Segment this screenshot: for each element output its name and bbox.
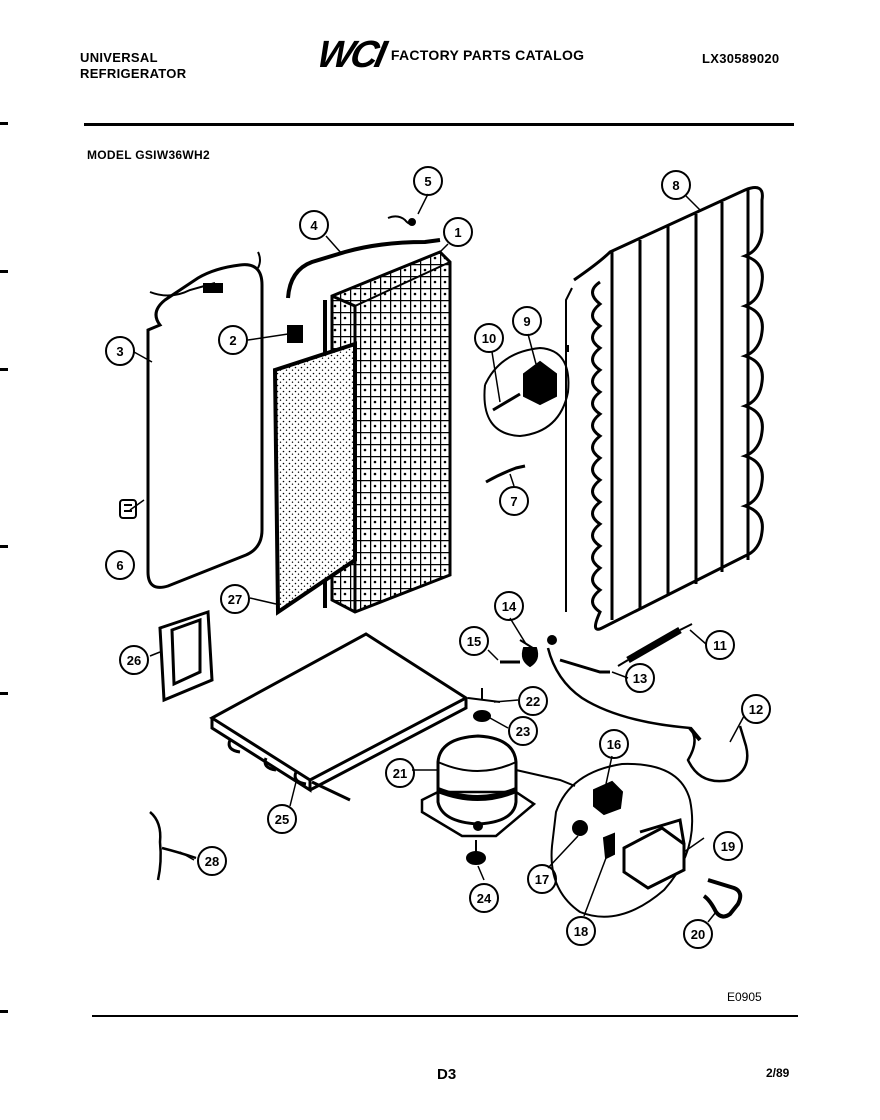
edge-mark [0,692,8,695]
callout-20: 20 [691,927,705,942]
callout-14: 14 [502,599,517,614]
filter-part-27 [272,341,357,616]
callout-9: 9 [523,314,530,329]
model-label: MODEL GSIW36WH2 [87,148,210,162]
screw-part-5 [387,215,416,226]
page-label: D3 [437,1066,457,1083]
electrical-detail-circle [550,762,694,918]
edge-mark [0,368,8,371]
grommet-part-22-23 [467,688,501,722]
edge-mark [0,1010,8,1013]
catalog-heading: WCI FACTORY PARTS CATALOG [314,34,585,76]
base-pan-part-25 [209,632,469,802]
callout-4: 4 [310,218,318,233]
compressor-part-21 [420,734,576,838]
clamp-part-14 [519,639,539,668]
callout-25: 25 [275,812,289,827]
grommet-part-24 [466,840,486,865]
edge-mark [0,270,8,273]
wire-harness-part-28 [149,811,197,881]
catalog-title: FACTORY PARTS CATALOG [390,47,585,63]
capillary-tube-part-12 [546,647,749,783]
callout-2: 2 [229,333,236,348]
callout-23: 23 [516,724,530,739]
callout-27: 27 [228,592,242,607]
screw-part-13 [559,658,610,674]
bracket-detail-part-9-10 [483,345,570,438]
callout-28: 28 [205,854,219,869]
callout-19: 19 [721,839,735,854]
callout-17: 17 [535,872,549,887]
callout-11: 11 [713,638,727,653]
callout-24: 24 [477,891,492,906]
clip-part-18 [602,832,615,860]
footer-rule [92,1015,798,1017]
callout-5: 5 [424,174,431,189]
brand-line-2: REFRIGERATOR [80,66,187,81]
callout-15: 15 [467,634,481,649]
cover-part-19 [622,826,686,890]
edge-mark [0,122,8,125]
drier-part-11 [617,623,693,667]
bracket-part-26 [158,609,214,703]
clip-part-2 [287,325,303,343]
callout-3: 3 [116,344,123,359]
revision-date: 2/89 [766,1066,790,1080]
tubing-part-4 [286,238,441,299]
drawing-code: E0905 [727,990,762,1004]
catalog-number: LX30589020 [702,51,780,66]
callout-6: 6 [116,558,123,573]
heater-loop-part-3 [146,251,264,589]
wire-part-7 [485,464,526,484]
callout-1: 1 [454,225,461,240]
callout-16: 16 [607,737,621,752]
clip-part-6 [119,499,137,519]
callout-18: 18 [574,924,588,939]
callout-10: 10 [482,331,496,346]
bracket-clip-part-20 [702,878,743,919]
leader-lines [129,193,745,923]
callout-12: 12 [749,702,763,717]
header-rule [84,123,794,126]
callout-26: 26 [127,653,141,668]
overload-part-17 [572,820,588,836]
condenser-coil-part-8 [565,186,764,631]
callout-7: 7 [510,494,517,509]
callout-13: 13 [633,671,647,686]
relay-part-16 [593,780,624,816]
callout-8: 8 [672,178,679,193]
brand-name: UNIVERSAL REFRIGERATOR [80,50,186,82]
brand-line-1: UNIVERSAL [80,50,158,65]
callout-21: 21 [393,766,407,781]
callout-22: 22 [526,694,540,709]
edge-mark [0,545,8,548]
